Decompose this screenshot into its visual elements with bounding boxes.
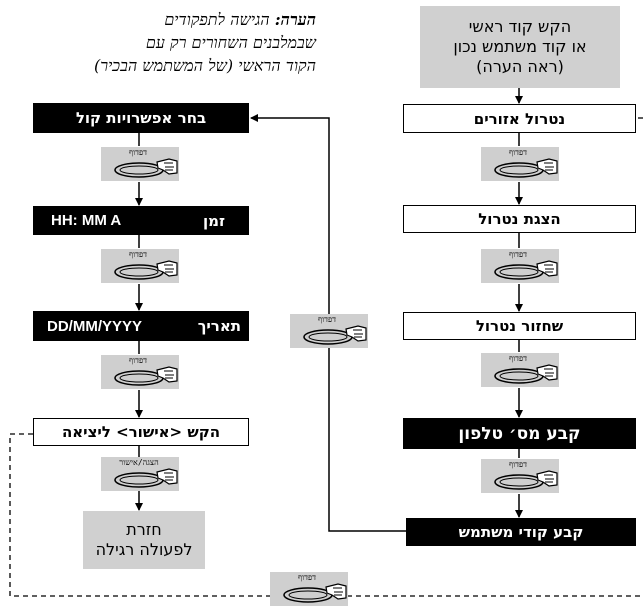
press-ok-exit-label: הקש <אישור> ליציאה [61,423,221,441]
next-key-6[interactable]: דפדוף [101,249,179,283]
time-box[interactable]: HH: MM A זמן [33,206,249,235]
next-key-3[interactable]: דפדוף [481,353,559,387]
press-ok-exit-box[interactable]: הקש <אישור> ליציאה [33,418,249,446]
next-key-7[interactable]: דפדוף [101,355,179,389]
set-phone-label: קבע מס׳ טלפון [458,423,581,444]
next-key-label: דפדוף [508,460,528,469]
hand-pointer-icon [156,158,178,175]
next-key-label: דפדוף [128,148,148,157]
restore-bypass-label: שחזור נטרול [475,317,564,335]
time-format: HH: MM A [51,212,122,229]
voice-options-box[interactable]: בחר אפשרויות קול [33,103,249,133]
date-box[interactable]: DD/MM/YYYY תאריך [33,311,249,341]
note-line-3: הקוד הראשי (של המשתמש הבכיר) [93,56,316,75]
show-bypass-label: הצגת נטרול [478,210,561,228]
hand-pointer-icon [536,470,558,487]
show-ok-key[interactable]: הצגה/אישור [101,457,179,491]
next-key-label: דפדוף [128,356,148,365]
next-key-label: דפדוף [297,573,317,582]
start-line-2: או קוד משתמש נכון [453,37,587,56]
note-line-1: הגישה לתפקודים [164,10,270,29]
hand-pointer-icon [536,260,558,277]
note-line-2: שבמלבנים השחורים רק עם [145,33,316,52]
note-bold-label: הערה: [274,10,316,29]
start-line-1: הקש קוד ראשי [468,17,572,36]
restore-bypass-box[interactable]: שחזור נטרול [403,312,636,340]
date-label: תאריך [197,317,241,335]
next-key-label: דפדוף [508,250,528,259]
return-line-1: חזרת [126,520,162,539]
hand-pointer-icon [345,325,367,342]
hand-pointer-icon [536,364,558,381]
next-key-loop[interactable]: דפדוף [290,314,368,348]
hand-pointer-icon [156,468,178,485]
hand-pointer-icon [536,158,558,175]
show-bypass-box[interactable]: הצגת נטרול [403,205,636,233]
set-user-codes-box[interactable]: קבע קודי משתמש [406,518,636,546]
time-label: זמן [202,211,225,230]
start-line-3: (ראה הערה) [476,57,564,76]
zone-bypass-label: נטרול אזורים [473,109,566,128]
next-key-label: דפדוף [317,315,337,324]
next-key-2[interactable]: דפדוף [481,249,559,283]
hand-pointer-icon [325,583,347,600]
next-key-bottom[interactable]: דפדוף [270,572,348,606]
next-key-4[interactable]: דפדוף [481,459,559,493]
date-format: DD/MM/YYYY [47,317,143,335]
next-key-1[interactable]: דפדוף [481,147,559,181]
next-key-5[interactable]: דפדוף [101,147,179,181]
next-key-label: דפדוף [508,148,528,157]
access-note: הערה: הגישה לתפקודים שבמלבנים השחורים רק… [4,8,316,77]
show-ok-key-label: הצגה/אישור [119,458,159,467]
enter-code-box: הקש קוד ראשי או קוד משתמש נכון (ראה הערה… [420,6,620,88]
voice-options-label: בחר אפשרויות קול [75,109,207,127]
dashed-return-line [9,433,643,597]
zone-bypass-box[interactable]: נטרול אזורים [403,104,636,133]
next-key-label: דפדוף [508,354,528,363]
next-key-label: דפדוף [128,250,148,259]
return-normal-box: חזרת לפעולה רגילה [83,511,205,569]
set-user-codes-label: קבע קודי משתמש [458,523,584,541]
return-line-2: לפעולה רגילה [95,540,193,559]
hand-pointer-icon [156,366,178,383]
set-phone-box[interactable]: קבע מס׳ טלפון [403,418,636,449]
hand-pointer-icon [156,260,178,277]
